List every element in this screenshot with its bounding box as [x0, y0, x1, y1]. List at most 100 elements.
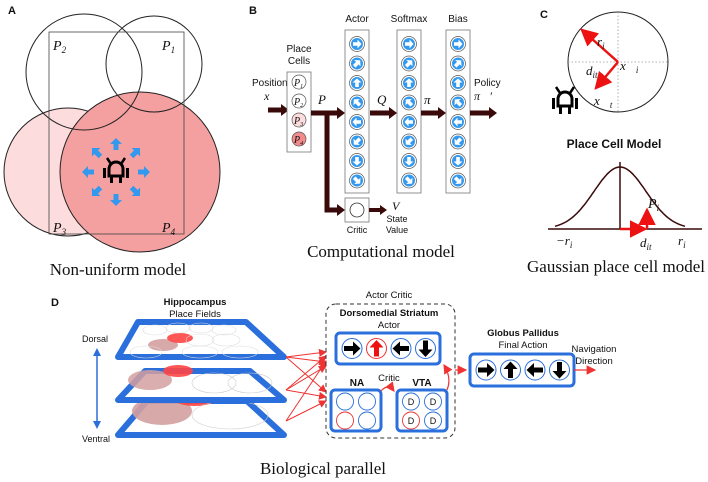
svg-text:P3: P3	[293, 116, 303, 128]
direction-neuron-se	[349, 172, 365, 189]
activation-label: Pi	[647, 197, 660, 213]
actor-actions	[341, 338, 436, 359]
direction-neuron-nw	[349, 94, 365, 111]
column-title: Actor	[345, 14, 369, 25]
vta-dopamine-neuron: D	[424, 411, 442, 430]
place-cell-model-title: Place Cell Model	[567, 137, 662, 151]
na-to-vta-arrow	[380, 381, 395, 392]
arrow-nw-icon	[91, 147, 103, 159]
action-n-icon	[500, 359, 521, 381]
striatum-subtitle: Actor	[378, 320, 400, 331]
direction-neuron-ne	[401, 55, 417, 72]
column-softmax: Softmax	[391, 14, 428, 194]
na-neuron	[358, 411, 376, 430]
action-s-icon	[549, 359, 570, 381]
place-cells-title-2: Cells	[288, 56, 310, 67]
output-var: π⃗′	[474, 89, 492, 103]
direction-neuron-s	[450, 153, 466, 169]
position-label: x⃗t	[593, 93, 613, 110]
panel-b-caption: Computational model	[307, 242, 455, 261]
axis-right-label: ri	[678, 233, 686, 250]
action-w-icon	[524, 359, 546, 381]
hippocampus-subtitle: Place Fields	[169, 309, 221, 320]
svg-text:P4: P4	[293, 135, 303, 147]
output-label-1: Navigation	[572, 344, 617, 355]
gp-title: Globus Pallidus	[487, 328, 559, 339]
direction-neuron-nw	[450, 94, 466, 111]
na-neuron	[358, 392, 376, 411]
panel-d: D Hippocampus Place Fields Dorsal Ventra…	[51, 290, 616, 478]
vta-label: VTA	[412, 378, 431, 389]
field-label-p1: P1	[161, 39, 175, 55]
direction-neuron-e	[349, 36, 365, 52]
action-w-icon	[390, 338, 412, 359]
robot-icon	[552, 86, 578, 114]
panel-b-label: B	[249, 5, 257, 17]
na-neuron	[336, 411, 354, 430]
svg-text:P2: P2	[293, 97, 303, 109]
vta-to-actor-arrow	[443, 363, 453, 391]
svg-text:D: D	[408, 416, 415, 426]
actor-box	[334, 331, 442, 366]
direction-neuron-sw	[349, 133, 365, 150]
critic-label: Critic	[347, 225, 368, 235]
environment-boundary	[48, 31, 185, 235]
panel-d-caption: Biological parallel	[260, 459, 386, 478]
gaussian-curve	[554, 166, 686, 228]
direction-neuron-n	[450, 75, 466, 91]
direction-neuron-n	[401, 75, 417, 91]
actor-critic-group	[325, 303, 456, 439]
gp-subtitle: Final Action	[498, 340, 547, 351]
arrow-e-icon	[138, 166, 150, 178]
actor-critic-label: Actor Critic	[366, 290, 413, 301]
value-var: V	[392, 199, 401, 213]
direction-neuron-se	[450, 172, 466, 189]
p-vec-label: P⃗	[317, 92, 336, 107]
projection-arrows	[285, 348, 327, 422]
direction-neuron-nw	[401, 94, 417, 111]
panel-a: A P2 P1 P3 P4 Non-uniform model	[3, 5, 221, 279]
panel-a-caption: Non-uniform model	[50, 260, 187, 279]
ventral-label: Ventral	[82, 434, 110, 444]
arrow-n-icon	[110, 138, 122, 150]
arrow-s-icon	[110, 194, 122, 206]
direction-neuron-se	[401, 172, 417, 189]
hippocampus-layer-dorsal	[115, 319, 287, 360]
na-label: NA	[350, 378, 364, 389]
action-s-icon	[415, 338, 436, 359]
svg-text:D: D	[430, 416, 437, 426]
place-cell-neuron: P3	[291, 112, 307, 128]
na-neuron	[336, 392, 354, 411]
axis-left-label: −ri	[556, 233, 573, 250]
place-field-p1	[105, 15, 203, 113]
place-cell-neuron: P2	[291, 93, 307, 109]
panel-c-label: C	[540, 9, 548, 21]
place-cell-neuron: P1	[291, 74, 307, 90]
arrow-ne-icon	[129, 147, 141, 159]
input-var: x⃗	[263, 89, 279, 103]
direction-neuron-w	[401, 114, 417, 130]
panel-a-label: A	[8, 5, 16, 17]
column-title: Softmax	[391, 14, 428, 25]
action-e-icon	[475, 359, 497, 381]
input-label: Position	[252, 78, 288, 89]
network-columns: Actor Softmax Bias	[344, 14, 471, 194]
axis-distance-label: dit	[640, 235, 652, 252]
critic-label-d: Critic	[378, 373, 400, 384]
center-label: x⃗i	[619, 58, 639, 75]
value-label-1: State	[386, 214, 407, 224]
svg-text:P1: P1	[293, 78, 303, 90]
direction-neuron-ne	[450, 55, 466, 72]
striatum-title: Dorsomedial Striatum	[340, 308, 439, 319]
output-label-2: Direction	[575, 356, 613, 367]
column-bias: Bias	[445, 14, 471, 194]
vta-dopamine-neuron: D	[402, 392, 420, 411]
gp-actions	[475, 359, 570, 381]
arrow-w-icon	[82, 166, 94, 178]
svg-text:D: D	[430, 397, 437, 407]
direction-neuron-w	[349, 114, 365, 130]
